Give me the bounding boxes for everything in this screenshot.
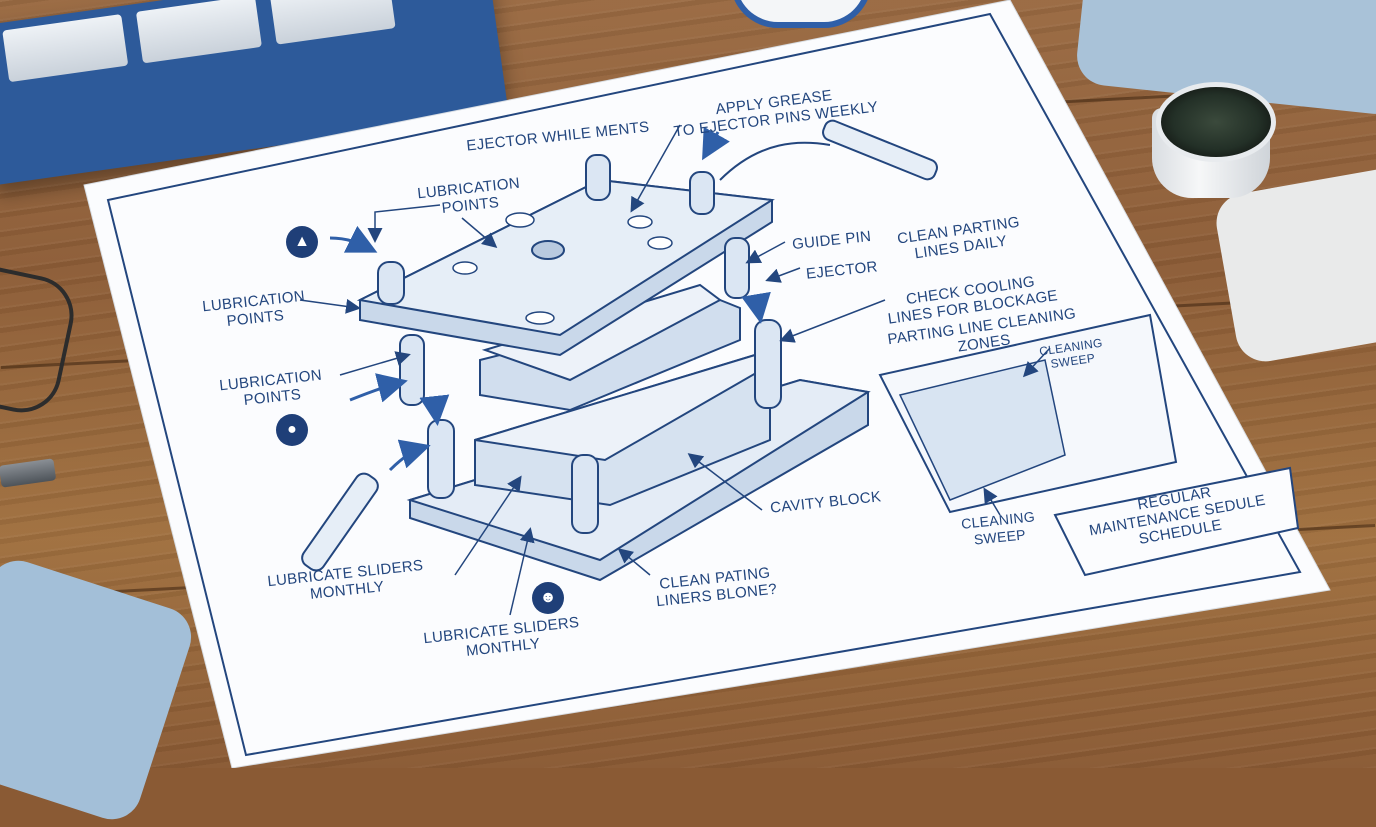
paper-border: [106, 12, 1302, 757]
grease-gun-left: [301, 472, 379, 572]
grease-jar: [1152, 78, 1276, 200]
guide-pins: [377, 154, 782, 534]
schedule-box: [1053, 466, 1300, 577]
diagram-drawing: [83, 0, 1331, 768]
worker-icon: ☻: [532, 582, 564, 614]
leader-lines: [299, 124, 1051, 616]
highlight-arrows: [329, 126, 771, 472]
spray-can-icon: ●: [276, 414, 308, 446]
maintenance-diagram-sheet: EJECTOR WHILE MENTS APPLY GREASE TO EJEC…: [83, 0, 1331, 768]
grease-tub-icon: ▲: [286, 226, 318, 258]
grease-jar-grease: [1156, 82, 1276, 162]
grease-gun-top: [719, 119, 938, 181]
